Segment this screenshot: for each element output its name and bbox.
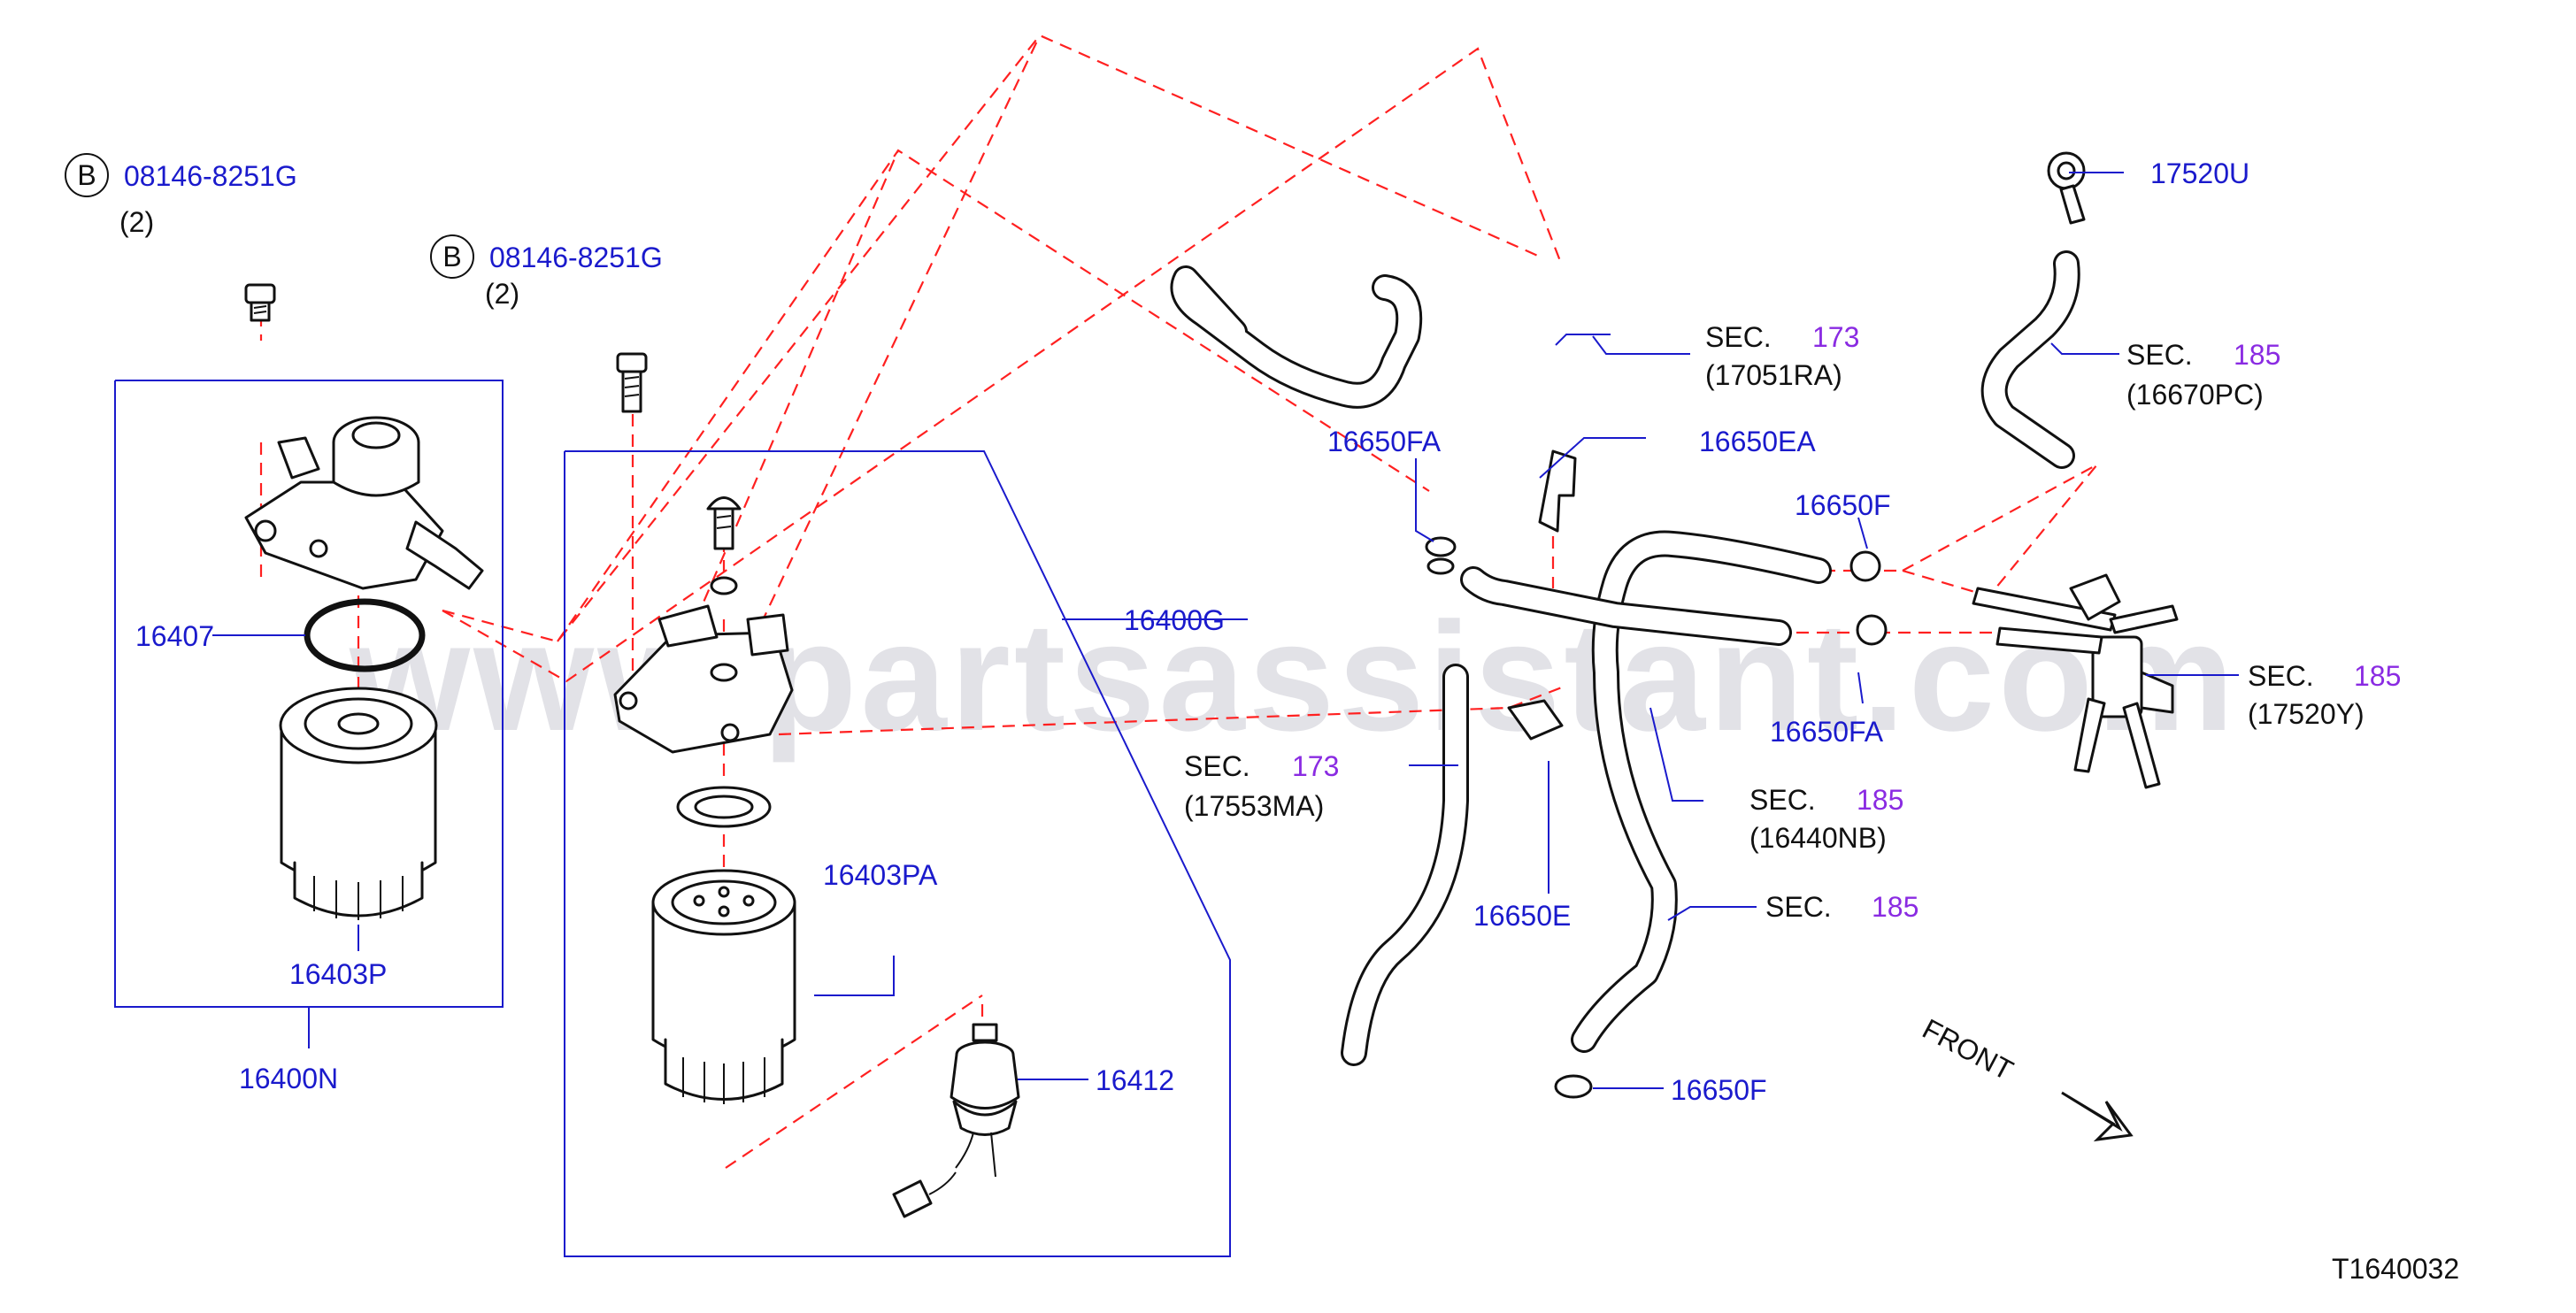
sec-ref-1: (17051RA)	[1705, 359, 1842, 391]
o-ring-icon	[304, 598, 426, 672]
sec-prefix-3: SEC.	[2248, 660, 2314, 692]
fuel-pressure-regulator-icon	[1972, 573, 2179, 789]
sec-number-6: 185	[1872, 891, 1919, 923]
hose-clamps-icon	[1425, 449, 1888, 1099]
sec-ref-5: (16440NB)	[1749, 822, 1887, 854]
hose-16670PC-icon	[1980, 250, 2080, 469]
water-sensor-icon	[892, 1023, 1020, 1218]
label-16650FA-top: 16650FA	[1327, 426, 1442, 457]
label-16407: 16407	[135, 620, 214, 652]
label-16650F-top: 16650F	[1795, 489, 1891, 521]
label-16650EA: 16650EA	[1699, 426, 1816, 457]
front-arrow-icon	[2061, 1091, 2134, 1142]
label-16650F-bottom: 16650F	[1671, 1074, 1767, 1106]
hose-lower-feed-icon	[1460, 566, 1792, 646]
assembly-box-16400N	[114, 380, 504, 1008]
bolt-left-qty: (2)	[119, 206, 154, 238]
hose-16440NB-icon	[1571, 530, 1832, 1053]
sec-prefix-2: SEC.	[2126, 339, 2193, 371]
sec-prefix-1: SEC.	[1705, 321, 1772, 353]
bolt-marker-left	[65, 153, 109, 197]
bolt-mid-icon	[616, 352, 648, 413]
label-17520U: 17520U	[2150, 157, 2249, 189]
sec-number-1: 173	[1812, 321, 1859, 353]
sec-number-5: 185	[1857, 784, 1903, 816]
bolt-marker-mid	[430, 234, 474, 279]
bolt-marker-mid-letter: B	[442, 241, 461, 273]
label-16400G: 16400G	[1124, 604, 1225, 636]
sec-prefix-5: SEC.	[1749, 784, 1816, 816]
bolt-left-icon	[244, 283, 276, 322]
bolt-mid-part-no: 08146-8251G	[489, 242, 663, 273]
hose-17553MA-icon	[1341, 664, 1469, 1066]
sec-number-3: 185	[2354, 660, 2401, 692]
bolt-left-part-no: 08146-8251G	[124, 160, 297, 192]
banjo-bolt-17520U-icon	[2047, 151, 2086, 225]
assembly-box-16400G	[564, 450, 1231, 1257]
label-16400N: 16400N	[239, 1063, 338, 1094]
sec-number-2: 185	[2234, 339, 2280, 371]
sec-ref-2: (16670PC)	[2126, 379, 2264, 411]
label-16650E: 16650E	[1473, 900, 1571, 932]
callout-lines	[212, 172, 2239, 1089]
bolt-mid-qty: (2)	[485, 278, 519, 310]
label-16403P: 16403P	[289, 958, 387, 990]
filter-head-icon	[244, 416, 484, 590]
fuel-filter-cartridge-icon	[651, 869, 796, 1104]
bolt-marker-left-letter: B	[77, 159, 96, 191]
screw-icon	[706, 496, 742, 595]
sec-prefix-4: SEC.	[1184, 750, 1250, 782]
sec-number-4: 173	[1292, 750, 1339, 782]
drawing-id: T1640032	[2332, 1253, 2459, 1285]
label-16403PA: 16403PA	[823, 859, 938, 891]
sec-ref-4: (17553MA)	[1184, 790, 1324, 822]
filter-bracket-icon	[613, 604, 794, 754]
sec-ref-3: (17520Y)	[2248, 698, 2365, 730]
front-label: FRONT	[1918, 1012, 2019, 1086]
fuel-filter-icon	[279, 687, 438, 920]
gasket-icon	[676, 786, 772, 828]
sec-prefix-6: SEC.	[1765, 891, 1832, 923]
hose-17051RA-icon	[1170, 265, 1423, 409]
label-16412: 16412	[1096, 1064, 1174, 1096]
label-16650FA-mid: 16650FA	[1770, 716, 1884, 748]
